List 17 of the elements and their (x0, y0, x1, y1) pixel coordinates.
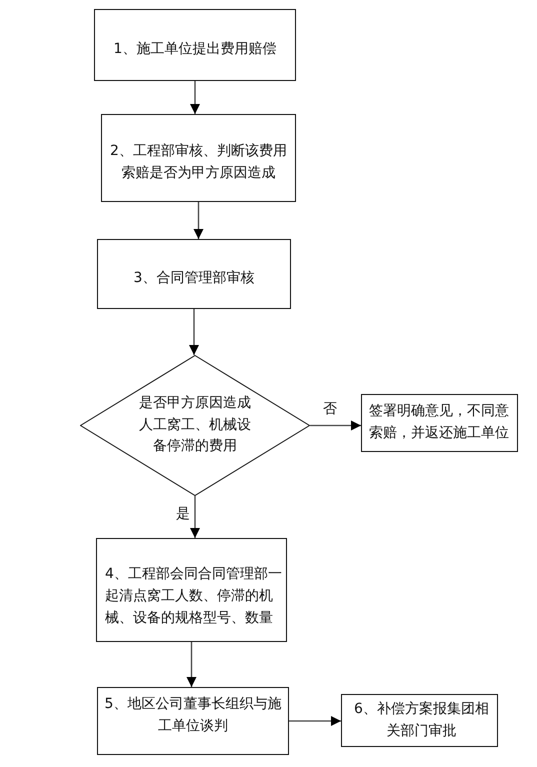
arrow (190, 496, 200, 538)
process-box: 4、工程部会同合同管理部一起清点窝工人数、停滞的机械、设备的规格型号、数量 (96, 538, 287, 642)
arrow (289, 716, 341, 726)
process-box: 6、补偿方案报集团相关部门审批 (341, 694, 498, 747)
arrow (194, 202, 204, 239)
arrow (310, 420, 361, 430)
process-box: 1、施工单位提出费用赔偿 (94, 9, 296, 81)
process-box: 5、地区公司董事长组织与施工单位谈判 (97, 687, 289, 755)
process-box: 3、合同管理部审核 (97, 239, 291, 309)
arrow (189, 309, 199, 355)
process-box: 2、工程部审核、判断该费用索赔是否为甲方原因造成 (101, 114, 296, 202)
decision-diamond: 是否甲方原因造成人工窝工、机械设备停滞的费用 (80, 355, 310, 496)
arrow (190, 81, 200, 114)
edge-label: 是 (175, 506, 191, 522)
edge-label: 否 (322, 401, 338, 417)
process-box: 签署明确意见，不同意索赔，并返还施工单位 (361, 394, 518, 452)
arrow (186, 642, 196, 687)
